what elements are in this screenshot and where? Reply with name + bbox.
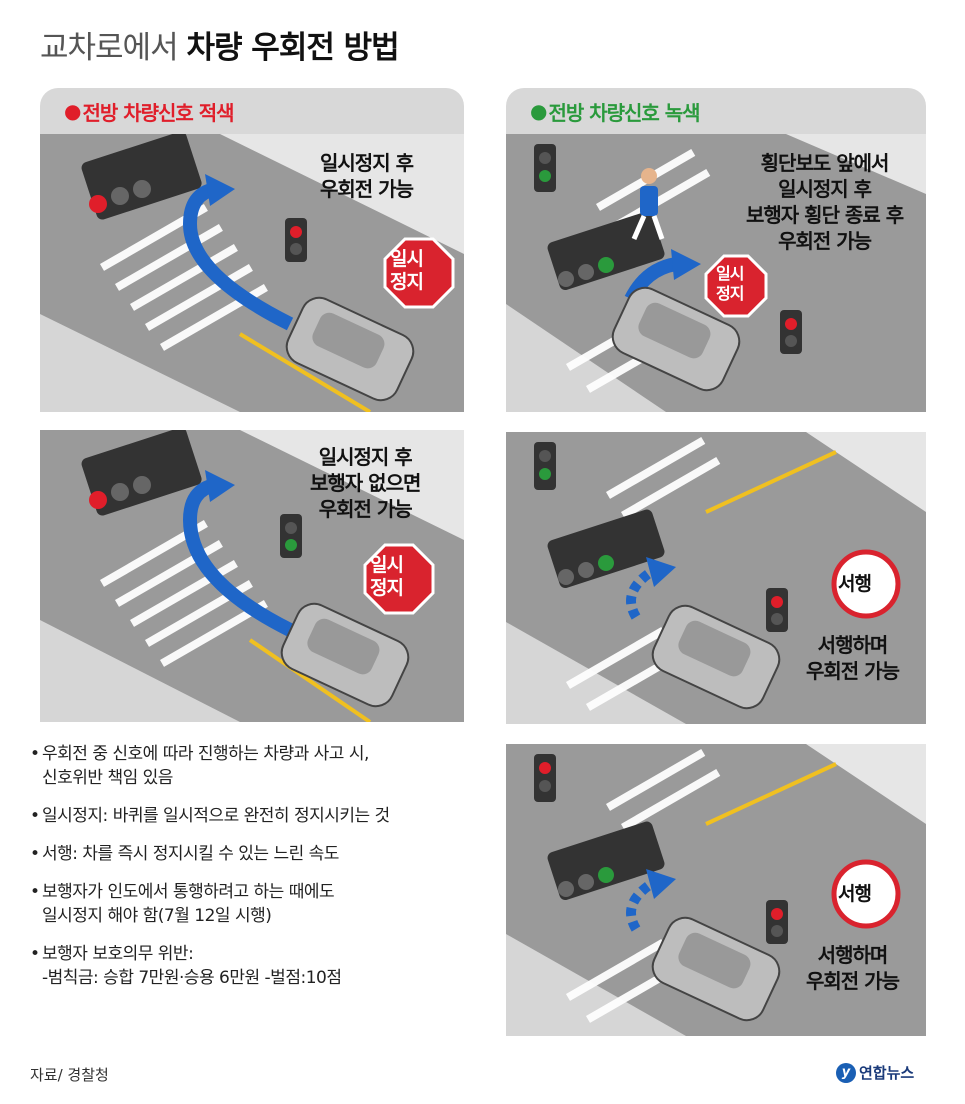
car-icon — [280, 602, 410, 708]
scene-green-middle — [506, 432, 926, 724]
header-green-label: 전방 차량신호 녹색 — [548, 100, 700, 125]
header-red-signal: ● 전방 차량신호 적색 — [40, 88, 464, 134]
scene-green-top — [506, 134, 926, 412]
stop-sign-icon — [363, 543, 435, 615]
red-light-icon — [89, 491, 107, 509]
pedestrian-icon — [631, 168, 665, 240]
slow-sign-label: 서행 — [838, 573, 872, 595]
dashed-arrow-icon — [626, 567, 654, 620]
title-light: 교차로에서 — [40, 30, 187, 66]
slow-sign-icon — [831, 549, 901, 619]
source-credit: 자료/ 경찰청 — [30, 1066, 109, 1084]
yonhap-logo: y 연합뉴스 — [836, 1062, 914, 1083]
notes-list: • 우회전 중 신호에 따라 진행하는 차량과 사고 시,신호위반 책임 있음 … — [30, 742, 490, 1004]
note-item: • 서행: 차를 즉시 정지시킬 수 있는 느린 속도 — [30, 844, 339, 864]
stop-sign-icon — [383, 237, 455, 309]
note-item: • 보행자 보호의무 위반:-범칙금: 승합 7만원·승용 6만원 -벌점:10… — [30, 944, 342, 988]
green-light-icon — [539, 468, 551, 480]
stop-sign-icon — [704, 254, 768, 318]
logo-text: 연합뉴스 — [859, 1064, 915, 1082]
car-icon — [651, 916, 781, 1022]
scene-red-top — [40, 134, 464, 412]
note-item: • 일시정지: 바퀴를 일시적으로 완전히 정지시키는 것 — [30, 806, 390, 826]
dashed-arrow-icon — [626, 879, 654, 932]
car-icon — [611, 286, 741, 392]
car-icon — [285, 296, 415, 402]
slow-sign-icon — [831, 859, 901, 929]
red-light-icon — [89, 195, 107, 213]
scene-green-bottom — [506, 744, 926, 1036]
red-dot-icon: ● — [64, 99, 81, 123]
page-title: 교차로에서 차량 우회전 방법 — [40, 22, 400, 67]
turn-arrow-icon — [182, 182, 294, 331]
note-item: • 우회전 중 신호에 따라 진행하는 차량과 사고 시,신호위반 책임 있음 — [30, 744, 369, 788]
turn-arrow-icon — [182, 478, 294, 637]
slow-sign-label: 서행 — [838, 883, 872, 905]
header-green-signal: ● 전방 차량신호 녹색 — [506, 88, 926, 134]
logo-mark-icon: y — [836, 1062, 856, 1083]
title-bold: 차량 우회전 방법 — [186, 30, 399, 66]
car-icon — [651, 604, 781, 710]
green-light-icon — [539, 170, 551, 182]
scene-red-bottom — [40, 430, 464, 722]
red-light-icon — [539, 762, 551, 774]
header-red-label: 전방 차량신호 적색 — [82, 100, 234, 125]
green-dot-icon: ● — [530, 99, 547, 123]
